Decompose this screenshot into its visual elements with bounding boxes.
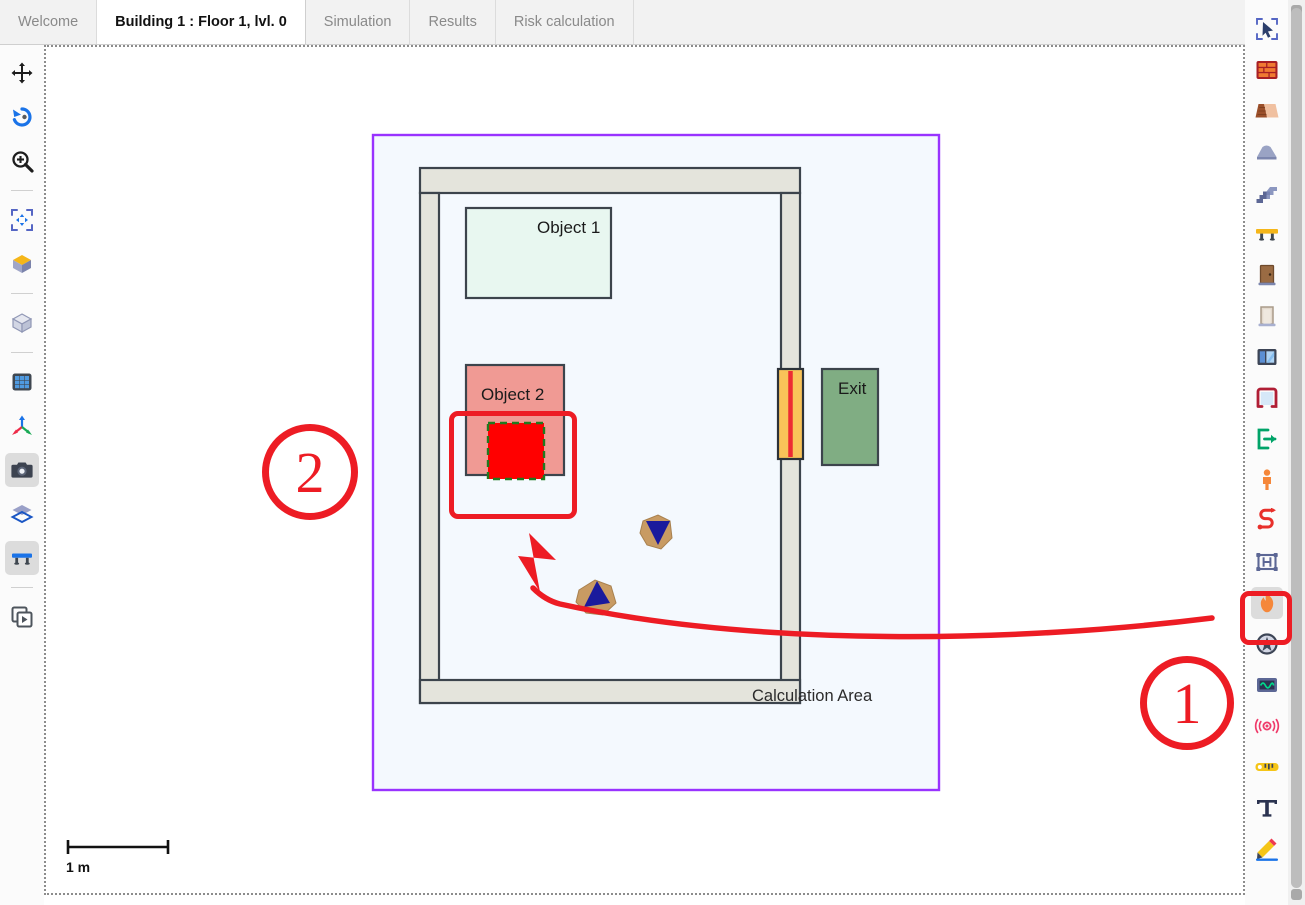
detector-icon[interactable] — [1251, 710, 1283, 742]
tab-risk-calculation[interactable]: Risk calculation — [495, 0, 634, 44]
tab-label: Building 1 : Floor 1, lvl. 0 — [115, 14, 287, 30]
wall-top[interactable] — [418, 166, 802, 195]
slab-icon[interactable] — [1251, 136, 1283, 168]
tab-building-1-floor-1[interactable]: Building 1 : Floor 1, lvl. 0 — [97, 0, 306, 44]
left-toolbar-separator — [11, 190, 33, 191]
opening-icon[interactable] — [1251, 382, 1283, 414]
scrollbar-down-arrow[interactable] — [1291, 889, 1302, 900]
window-icon[interactable] — [1251, 341, 1283, 373]
path-route-icon[interactable] — [1251, 505, 1283, 537]
door-icon[interactable] — [1251, 259, 1283, 291]
exit-icon[interactable] — [1251, 423, 1283, 455]
text-tool-icon[interactable] — [1251, 792, 1283, 824]
monitor-sensor-icon[interactable] — [1251, 669, 1283, 701]
exit-zone-label: Exit — [838, 379, 867, 398]
person-icon[interactable] — [1251, 464, 1283, 496]
vertical-scrollbar[interactable] — [1288, 0, 1305, 905]
grid-icon[interactable] — [5, 365, 39, 399]
camera-icon[interactable] — [5, 453, 39, 487]
left-toolbar — [0, 45, 44, 905]
scale-bar-label: 1 m — [66, 859, 90, 875]
right-toolbar — [1245, 0, 1288, 905]
fit-to-screen-icon[interactable] — [5, 203, 39, 237]
scale-bar: 1 m — [66, 840, 170, 875]
tab-results[interactable]: Results — [410, 0, 496, 44]
object-1[interactable] — [464, 206, 613, 300]
cube-solid-icon[interactable] — [5, 247, 39, 281]
door-element[interactable] — [776, 367, 805, 461]
tab-bar: Welcome Building 1 : Floor 1, lvl. 0 Sim… — [0, 0, 1245, 45]
cube-wireframe-icon[interactable] — [5, 306, 39, 340]
floorplan-drawing: Calculation Area 1 m — [66, 133, 941, 875]
stairs-icon[interactable] — [1251, 177, 1283, 209]
pencil-icon[interactable] — [1251, 833, 1283, 865]
left-toolbar-separator — [11, 352, 33, 353]
tab-label: Risk calculation — [513, 14, 615, 30]
tab-label: Simulation — [323, 14, 392, 30]
doorway-icon[interactable] — [1251, 300, 1283, 332]
select-cursor-icon[interactable] — [1251, 13, 1283, 45]
fire-icon[interactable] — [1250, 586, 1283, 619]
tab-welcome[interactable]: Welcome — [0, 0, 98, 44]
object-2-label: Object 2 — [481, 385, 545, 404]
scrollbar-thumb[interactable] — [1291, 8, 1302, 888]
play-media-icon[interactable] — [5, 600, 39, 634]
zoom-in-icon[interactable] — [5, 144, 39, 178]
left-toolbar-separator — [11, 293, 33, 294]
roof-icon[interactable] — [1251, 95, 1283, 127]
sprinkler-icon[interactable] — [1251, 628, 1283, 660]
measure-tape-icon[interactable] — [1251, 751, 1283, 783]
floorplan-canvas[interactable]: Calculation Area 1 m — [44, 45, 1245, 895]
layers-icon[interactable] — [5, 497, 39, 531]
tab-label: Results — [428, 14, 477, 30]
tab-bar-filler — [633, 0, 1245, 44]
pan-move-icon[interactable] — [5, 56, 39, 90]
rotate-icon[interactable] — [5, 100, 39, 134]
ceiling-beam-icon[interactable] — [1251, 218, 1283, 250]
fire-source-shape[interactable] — [486, 421, 546, 481]
table-icon[interactable] — [5, 541, 39, 575]
brick-wall-icon[interactable] — [1251, 54, 1283, 86]
tab-label: Welcome — [18, 14, 79, 30]
wall-left[interactable] — [418, 191, 441, 705]
left-toolbar-separator — [11, 587, 33, 588]
object-icon[interactable] — [1251, 546, 1283, 578]
calculation-area-label: Calculation Area — [752, 687, 873, 705]
axis-icon[interactable] — [5, 409, 39, 443]
tab-simulation[interactable]: Simulation — [305, 0, 411, 44]
wall-bottom[interactable] — [418, 678, 802, 705]
exit-zone[interactable] — [820, 367, 880, 467]
occupant-1[interactable] — [639, 514, 673, 550]
object-1-label: Object 1 — [537, 218, 601, 237]
